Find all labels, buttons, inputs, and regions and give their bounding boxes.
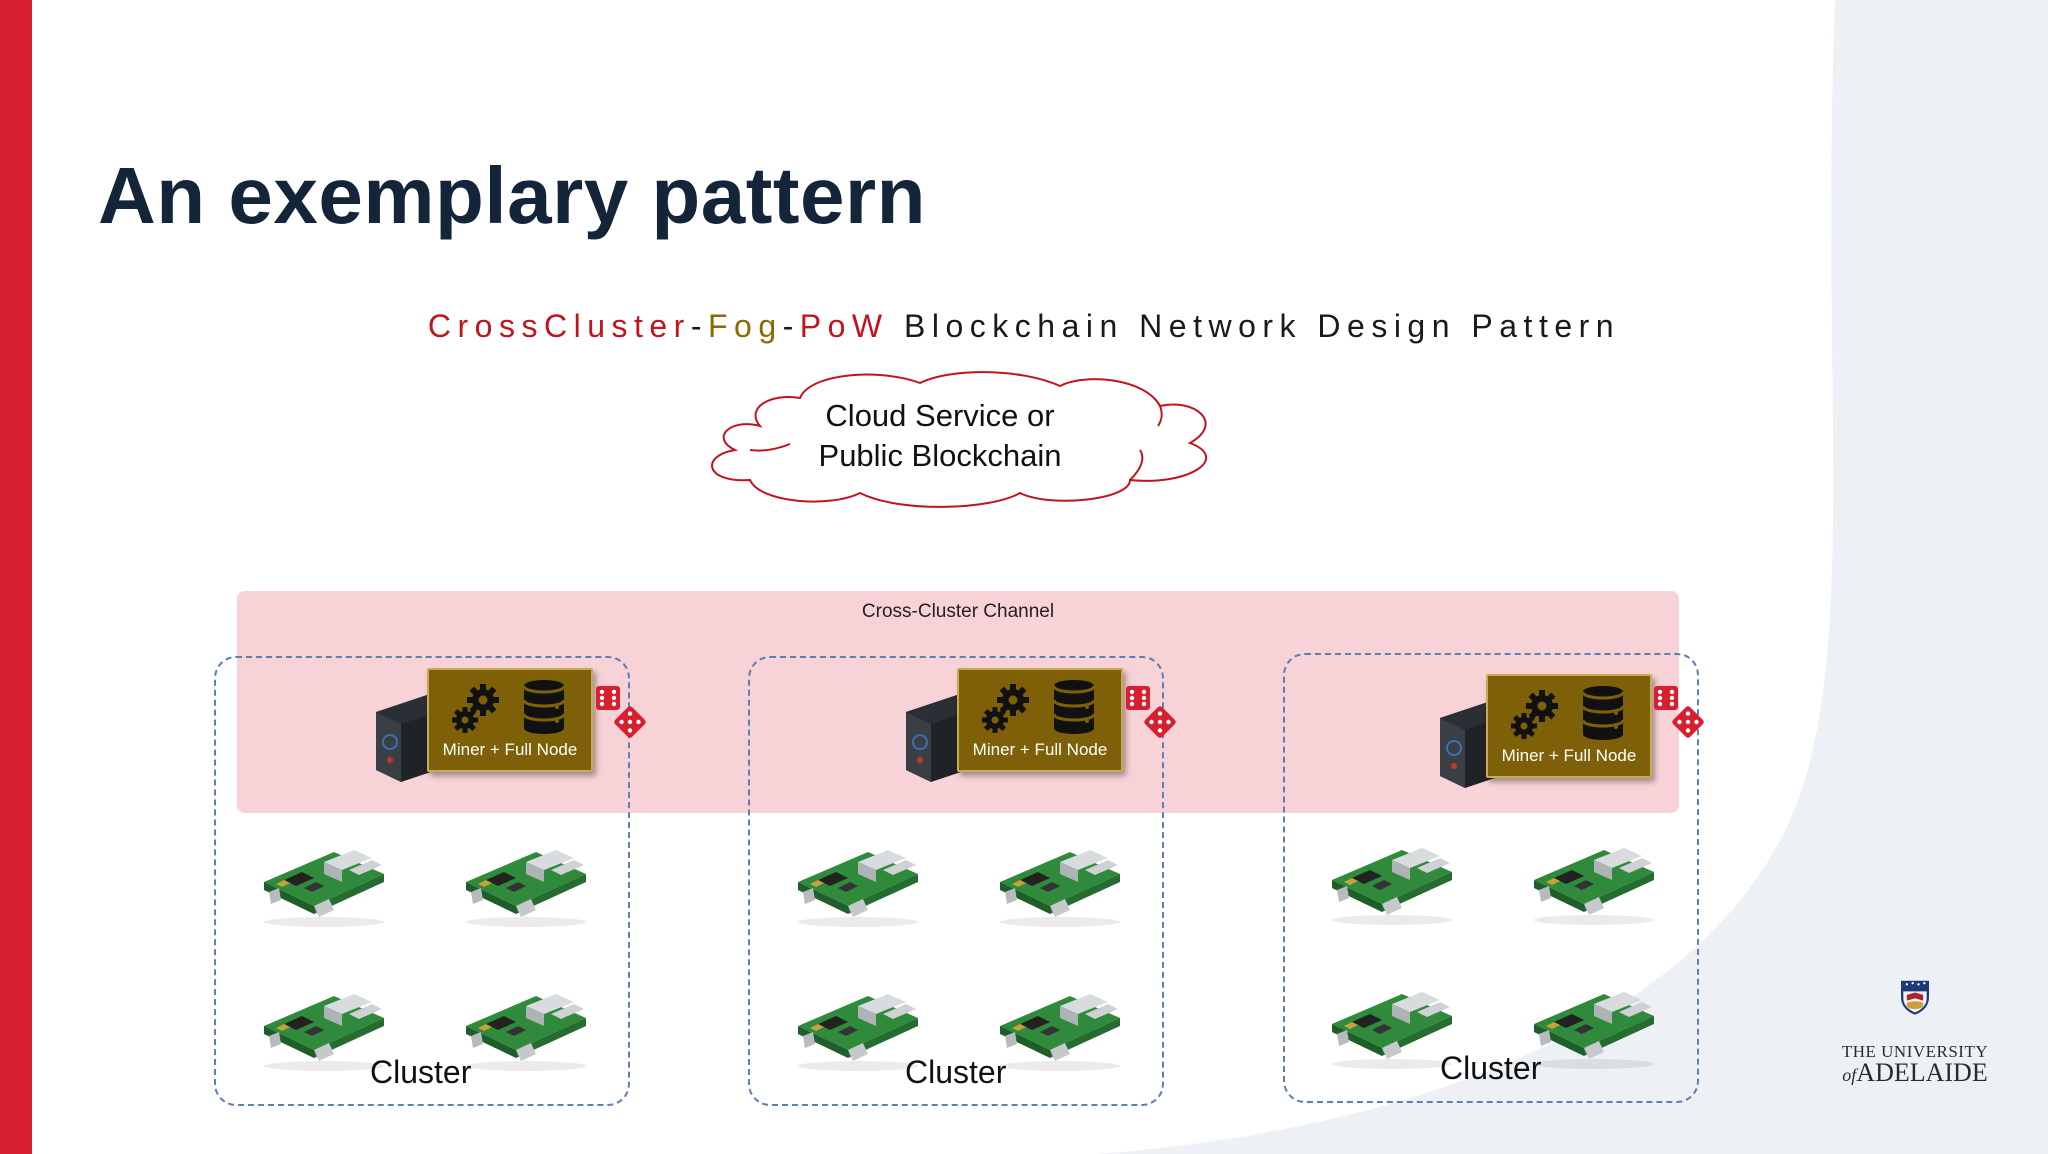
raspberry-pi-icon — [1000, 994, 1120, 1071]
subtitle-part-crosscluster: CrossCluster — [427, 308, 691, 344]
miner-full-node-2: Miner + Full Node — [957, 668, 1123, 772]
gears-icon — [1511, 690, 1558, 739]
database-icon — [522, 678, 566, 736]
node-label: Miner + Full Node — [972, 740, 1108, 759]
raspberry-pi-icon — [466, 850, 586, 927]
logo-line2: ofADELAIDE — [1834, 1058, 1996, 1088]
raspberry-pi-icon — [264, 994, 384, 1071]
cloud-shape — [711, 371, 1207, 508]
dice-icon — [596, 686, 647, 739]
subtitle-part-fog: Fog — [707, 308, 783, 344]
cluster-label: Cluster — [1440, 1050, 1542, 1086]
raspberry-pi-icon — [1534, 848, 1654, 925]
cluster-label: Cluster — [370, 1054, 472, 1090]
raspberry-pi-icon — [1000, 850, 1120, 927]
cluster-label: Cluster — [905, 1054, 1007, 1090]
database-icon — [1581, 684, 1625, 742]
gears-icon — [452, 684, 499, 733]
raspberry-pi-icon — [1332, 992, 1452, 1069]
subtitle-dash: - — [690, 308, 708, 344]
dice-icon — [1126, 686, 1177, 739]
dice-icon — [1654, 686, 1705, 739]
miner-full-node-3: Miner + Full Node — [1486, 674, 1652, 778]
raspberry-pi-icon — [1332, 848, 1452, 925]
logo-adelaide: ADELAIDE — [1856, 1058, 1988, 1087]
node-label: Miner + Full Node — [1501, 746, 1637, 765]
logo-line1: THE UNIVERSITY — [1841, 1042, 1989, 1061]
cloud-label: Cloud Service or Public Blockchain — [690, 396, 1190, 476]
logo-of: of — [1842, 1065, 1857, 1085]
cloud-label-line1: Cloud Service or — [825, 398, 1055, 433]
raspberry-pi-icon — [264, 850, 384, 927]
accent-bar — [0, 0, 32, 1154]
university-crest-icon — [1901, 980, 1929, 1015]
raspberry-pi-icon — [798, 850, 918, 927]
gears-icon — [982, 684, 1029, 733]
raspberry-pi-icon — [798, 994, 918, 1071]
cloud-label-line2: Public Blockchain — [818, 438, 1062, 473]
subtitle-part-pow: PoW — [799, 308, 889, 344]
cluster-1 — [214, 656, 630, 1106]
diagram-subtitle: CrossCluster-Fog-PoW Blockchain Network … — [0, 308, 2048, 345]
raspberry-pi-icon — [1534, 992, 1654, 1069]
miner-full-node-1: Miner + Full Node — [427, 668, 593, 772]
cluster-2 — [748, 656, 1164, 1106]
subtitle-dash: - — [782, 308, 800, 344]
page-title: An exemplary pattern — [98, 151, 927, 240]
channel-label: Cross-Cluster Channel — [861, 601, 1055, 622]
subtitle-part-rest: Blockchain Network Design Pattern — [888, 308, 1621, 344]
raspberry-pi-icon — [466, 994, 586, 1071]
node-label: Miner + Full Node — [442, 740, 578, 759]
database-icon — [1052, 678, 1096, 736]
cluster-3 — [1283, 653, 1699, 1103]
